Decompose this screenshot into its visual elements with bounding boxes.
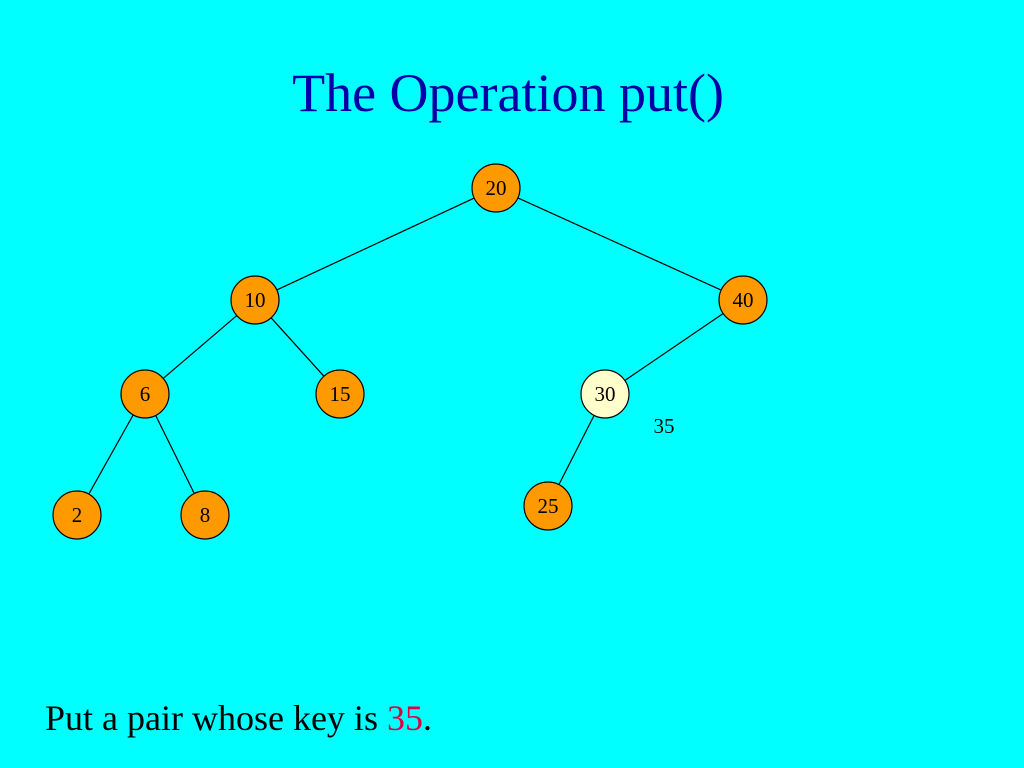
tree-node-label: 25 [538,494,559,518]
tree-edge-6-2 [88,414,134,495]
tree-node-circle [471,163,521,213]
tree-node-label: 8 [200,503,211,527]
tree-node-40: 40 [718,275,768,325]
tree-edge-20-40 [517,197,722,291]
tree-node-label: 40 [733,288,754,312]
tree-node-circle [230,275,280,325]
tree-edge-10-6 [162,315,238,379]
tree-node-15: 15 [315,369,365,419]
caption-text: Put a pair whose key is [45,698,387,738]
tree-node-circle [120,369,170,419]
tree-node-8: 8 [180,490,230,540]
pending-key-label: 35 [654,414,675,438]
slide-title: The Operation put() [292,63,724,123]
tree-nodes: 20 10 40 6 15 30 2 8 25 [52,163,768,540]
tree-node-circle [523,481,573,531]
tree-node-20: 20 [471,163,521,213]
tree-edges [88,197,724,495]
tree-edge-6-8 [155,415,195,494]
caption: Put a pair whose key is 35. [45,695,432,741]
tree-node-25: 25 [523,481,573,531]
tree-node-label: 2 [72,503,83,527]
tree-node-label: 6 [140,382,151,406]
caption-key: 35 [386,698,423,738]
tree-edge-40-30 [624,313,724,381]
tree-node-circle [315,369,365,419]
tree-node-label: 20 [486,176,507,200]
tree-node-2: 2 [52,490,102,540]
tree-node-circle [52,490,102,540]
tree-node-label: 10 [245,288,266,312]
tree-node-10: 10 [230,275,280,325]
tree-node-circle [180,490,230,540]
tree-node-30: 30 [580,369,630,419]
tree-node-circle [580,369,630,419]
tree-node-label: 15 [330,382,351,406]
tree-node-label: 30 [595,382,616,406]
tree-node-circle [718,275,768,325]
tree-edge-20-10 [276,197,475,291]
tree-node-6: 6 [120,369,170,419]
caption-period: . [422,698,432,738]
tree-edge-10-15 [270,317,325,377]
tree-edge-30-25 [558,415,595,485]
